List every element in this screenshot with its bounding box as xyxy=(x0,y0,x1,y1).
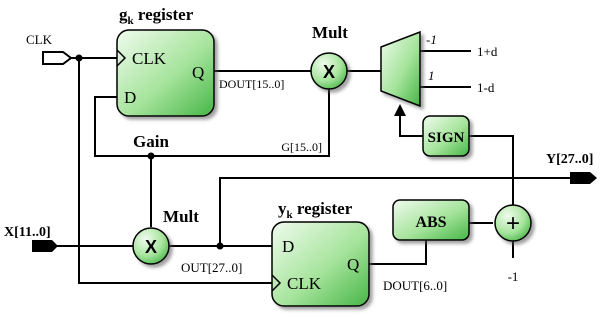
y-output-wire xyxy=(219,177,570,246)
wires xyxy=(52,50,570,284)
abs-block: ABS xyxy=(392,199,470,241)
clk-triangle-icon xyxy=(271,274,282,292)
clk-to-yk-wire xyxy=(78,58,272,284)
multiply-icon: X xyxy=(323,62,335,82)
gain-label: Gain xyxy=(133,132,169,151)
yk-register: yk register D CLK Q xyxy=(271,199,370,307)
adder-constant-label: -1 xyxy=(508,269,519,284)
clk-triangle-icon xyxy=(116,49,127,67)
mux-select-arrow xyxy=(394,104,406,116)
multiply-icon: X xyxy=(145,237,157,257)
mult-out-label: OUT[27..0] xyxy=(181,260,242,275)
x-input-pin xyxy=(32,240,58,252)
yk-register-title: yk register xyxy=(278,199,353,221)
junction-dot xyxy=(216,242,224,250)
junction-dot xyxy=(147,152,155,160)
mult-bottom-label: Mult xyxy=(163,207,199,226)
gain-feedback-wire xyxy=(94,89,330,157)
plus-icon: + xyxy=(506,210,520,237)
mux-in-bottom-select: 1 xyxy=(428,68,435,83)
y-output-label: Y[27..0] xyxy=(546,152,593,167)
mult-bottom: X Mult xyxy=(132,207,199,265)
gk-port-q: Q xyxy=(192,63,204,82)
adder: + xyxy=(494,204,532,242)
mux-in-top-select: -1 xyxy=(426,32,437,47)
sign-block: SIGN xyxy=(422,115,470,157)
mux-in-bottom-value: 1-d xyxy=(477,80,495,95)
gk-register: gk register CLK D Q xyxy=(116,5,215,117)
sign-to-mux-wire xyxy=(399,112,423,137)
sign-label: SIGN xyxy=(428,130,465,146)
clk-input-label: CLK xyxy=(26,32,53,47)
x-input-label: X[11..0] xyxy=(4,225,51,240)
gk-port-d: D xyxy=(124,88,136,107)
mult-top: X Mult xyxy=(310,23,348,90)
yk-port-clk: CLK xyxy=(287,274,322,293)
gk-port-clk: CLK xyxy=(132,49,167,68)
junction-dot xyxy=(75,54,83,62)
yk-dout-label: DOUT[6..0] xyxy=(383,278,447,293)
yk-port-d: D xyxy=(282,237,294,256)
gk-dout-label: DOUT[15..0] xyxy=(219,77,284,91)
yk-dout-wire xyxy=(369,233,427,265)
gk-register-title: gk register xyxy=(119,5,194,27)
gain-bus-label: G[15..0] xyxy=(281,140,322,154)
clk-input-pin xyxy=(42,51,73,65)
abs-label: ABS xyxy=(415,214,446,231)
y-output-pin xyxy=(570,172,597,184)
yk-port-q: Q xyxy=(347,255,359,274)
mux xyxy=(380,30,421,108)
mult-top-label: Mult xyxy=(312,23,348,42)
mux-in-top-value: 1+d xyxy=(477,44,498,59)
adder-to-sign-wire xyxy=(469,135,514,205)
